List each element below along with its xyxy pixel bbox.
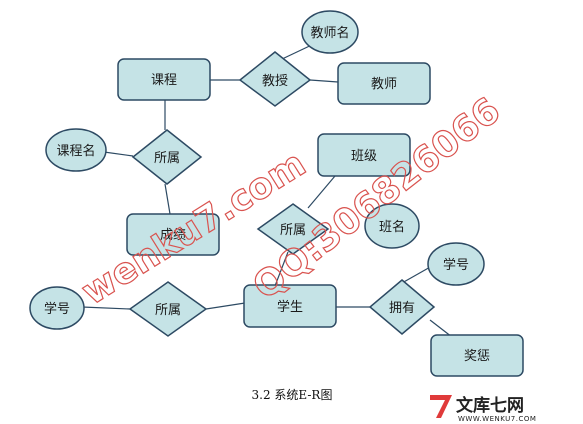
attribute-teacher-name: 教师名 xyxy=(301,10,359,54)
line-teaches-teacher xyxy=(309,79,339,83)
relationship-teaches-label: 教授 xyxy=(262,73,288,89)
entity-reward-box xyxy=(430,334,524,377)
line-owns-reward xyxy=(429,319,453,338)
attribute-student-no-left-label: 学号 xyxy=(44,301,70,317)
entity-teacher-box xyxy=(337,62,431,105)
site-logo: 文库七网 WWW.WENKU7.COM xyxy=(430,395,536,423)
attribute-class-name-label: 班名 xyxy=(379,219,405,235)
relationship-owns-label: 拥有 xyxy=(389,301,415,316)
attribute-class-name-shape xyxy=(364,203,420,249)
entity-student-label: 学生 xyxy=(277,299,303,315)
entity-student: 学生 xyxy=(243,284,337,328)
line-belongs3-student xyxy=(205,302,246,310)
relationship-belongs-course: 所属 xyxy=(131,129,203,185)
relationship-belongs-class: 所属 xyxy=(256,203,330,255)
attribute-course-name-label: 课程名 xyxy=(56,143,95,159)
entity-grade-label: 成绩 xyxy=(160,228,186,243)
entity-reward-label: 奖惩 xyxy=(464,349,490,364)
attribute-student-no-left: 学号 xyxy=(29,286,85,330)
entity-class: 班级 xyxy=(317,133,411,177)
entity-reward: 奖惩 xyxy=(430,334,524,377)
entity-class-box xyxy=(317,133,411,177)
relationship-teaches: 教授 xyxy=(238,51,312,107)
line-belongs-grade xyxy=(164,183,171,215)
attribute-student-no-right-shape xyxy=(427,242,485,286)
entity-grade: 成绩 xyxy=(126,213,220,256)
logo-name: 文库七网 xyxy=(456,395,524,416)
entity-class-label: 班级 xyxy=(351,149,377,164)
line-owns-studentno xyxy=(401,265,433,284)
line-studentno-belongs3 xyxy=(81,306,131,310)
relationship-belongs-class-shape xyxy=(256,203,330,255)
connector-lines xyxy=(81,41,453,338)
relationship-belongs-grade-shape xyxy=(128,281,208,337)
logo-url: WWW.WENKU7.COM xyxy=(458,415,536,423)
attribute-student-no-left-shape xyxy=(29,286,85,330)
line-belongs2-student xyxy=(274,251,289,287)
attribute-student-no-right-label: 学号 xyxy=(443,257,469,273)
attribute-teacher-name-label: 教师名 xyxy=(310,25,349,41)
relationship-belongs-grade-label: 所属 xyxy=(155,303,181,318)
relationship-belongs-course-label: 所属 xyxy=(154,151,180,166)
relationship-belongs-grade: 所属 xyxy=(128,281,208,337)
attribute-student-no-right: 学号 xyxy=(427,242,485,286)
relationship-owns-shape xyxy=(368,279,436,335)
attribute-class-name: 班名 xyxy=(364,203,420,249)
attribute-course-name-shape xyxy=(45,128,107,172)
entity-teacher-label: 教师 xyxy=(371,76,397,92)
relationship-belongs-class-label: 所属 xyxy=(280,223,306,238)
relationship-owns: 拥有 xyxy=(368,279,436,335)
logo-seven-mark-icon xyxy=(430,395,452,418)
relationship-belongs-course-shape xyxy=(131,129,203,185)
line-coursename-belongs xyxy=(103,151,134,157)
entity-course: 课程 xyxy=(117,58,211,101)
attribute-teacher-name-shape xyxy=(301,10,359,54)
attribute-course-name: 课程名 xyxy=(45,128,107,172)
relationship-teaches-shape xyxy=(238,51,312,107)
entity-grade-box xyxy=(126,213,220,256)
entity-student-box xyxy=(243,284,337,328)
figure-caption: 3.2 系统E-R图 xyxy=(252,388,333,402)
entity-course-box xyxy=(117,58,211,101)
entity-teacher: 教师 xyxy=(337,62,431,105)
line-class-belongs2 xyxy=(307,175,336,209)
entity-course-label: 课程 xyxy=(151,73,177,88)
